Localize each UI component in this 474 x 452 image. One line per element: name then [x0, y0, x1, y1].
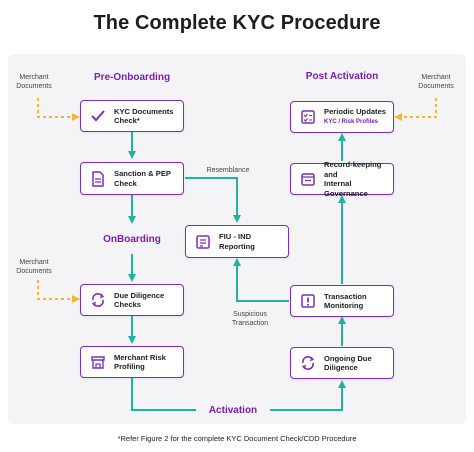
node-sanction-pep-check: Sanction & PEP Check — [80, 162, 184, 195]
node-label: Sanction & PEP Check — [114, 169, 171, 188]
sanction-to-fiu-arrow — [185, 177, 241, 223]
section-onboarding: OnBoarding — [103, 234, 161, 245]
node-label: KYC Documents Check* — [114, 106, 174, 126]
suspicious-transaction-note: Suspicious Transaction — [231, 311, 269, 327]
activation-to-ongoing-arrow — [264, 380, 346, 411]
node-label: Record-keeping and Internal Governance — [324, 160, 382, 198]
merchant-docs-arrow-1 — [37, 98, 80, 121]
refresh-shield-icon — [87, 289, 109, 311]
node-record-keeping: Record-keeping and Internal Governance — [290, 160, 394, 198]
storefront-icon — [87, 351, 109, 373]
page-title: The Complete KYC Procedure — [93, 12, 381, 34]
section-pre-onboarding: Pre-Onboarding — [93, 72, 171, 83]
node-label-group: Periodic Updates KYC / Risk Profiles — [324, 98, 386, 137]
section-activation: Activation — [196, 405, 270, 416]
node-merchant-risk-profiling: Merchant Risk Profiling — [80, 346, 184, 378]
document-icon — [87, 168, 109, 190]
node-label: Merchant Risk Profiling — [114, 352, 166, 372]
merchant-docs-note-2: Merchant Documents — [418, 74, 454, 90]
folder-icon — [297, 168, 319, 190]
alert-icon — [297, 290, 319, 312]
node-label: Periodic Updates — [324, 107, 387, 116]
merchant-docs-note-3: Merchant Documents — [16, 259, 52, 275]
node-fiu-ind-reporting: FIU - IND Reporting — [185, 225, 289, 258]
node-transaction-monitoring: Transaction Monitoring — [290, 285, 394, 317]
node-periodic-updates: Periodic Updates KYC / Risk Profiles — [290, 101, 394, 133]
node-sublabel: KYC / Risk Profiles — [324, 118, 379, 125]
risk-to-activation-line — [131, 378, 200, 411]
cycle-icon — [297, 352, 319, 374]
footnote: *Refer Figure 2 for the complete KYC Doc… — [117, 434, 357, 443]
merchant-docs-arrow-3 — [37, 280, 80, 303]
node-due-diligence-checks: Due Diligence Checks — [80, 284, 184, 316]
resemblance-note: Resemblance — [206, 167, 250, 174]
node-label: Ongoing Due Diligence — [324, 353, 372, 373]
checklist-icon — [297, 106, 319, 128]
node-label: Transaction Monitoring — [324, 291, 367, 311]
checkmark-icon — [87, 105, 109, 127]
section-post-activation: Post Activation — [305, 71, 379, 82]
report-icon — [192, 231, 214, 253]
node-ongoing-due-diligence: Ongoing Due Diligence — [290, 347, 394, 379]
monitoring-to-fiu-arrow — [233, 258, 289, 302]
merchant-docs-note-1: Merchant Documents — [16, 74, 52, 90]
node-label: Due Diligence Checks — [114, 290, 165, 310]
merchant-docs-arrow-2 — [394, 98, 437, 121]
node-kyc-documents-check: KYC Documents Check* — [80, 100, 184, 132]
node-label: FIU - IND Reporting — [219, 232, 255, 251]
